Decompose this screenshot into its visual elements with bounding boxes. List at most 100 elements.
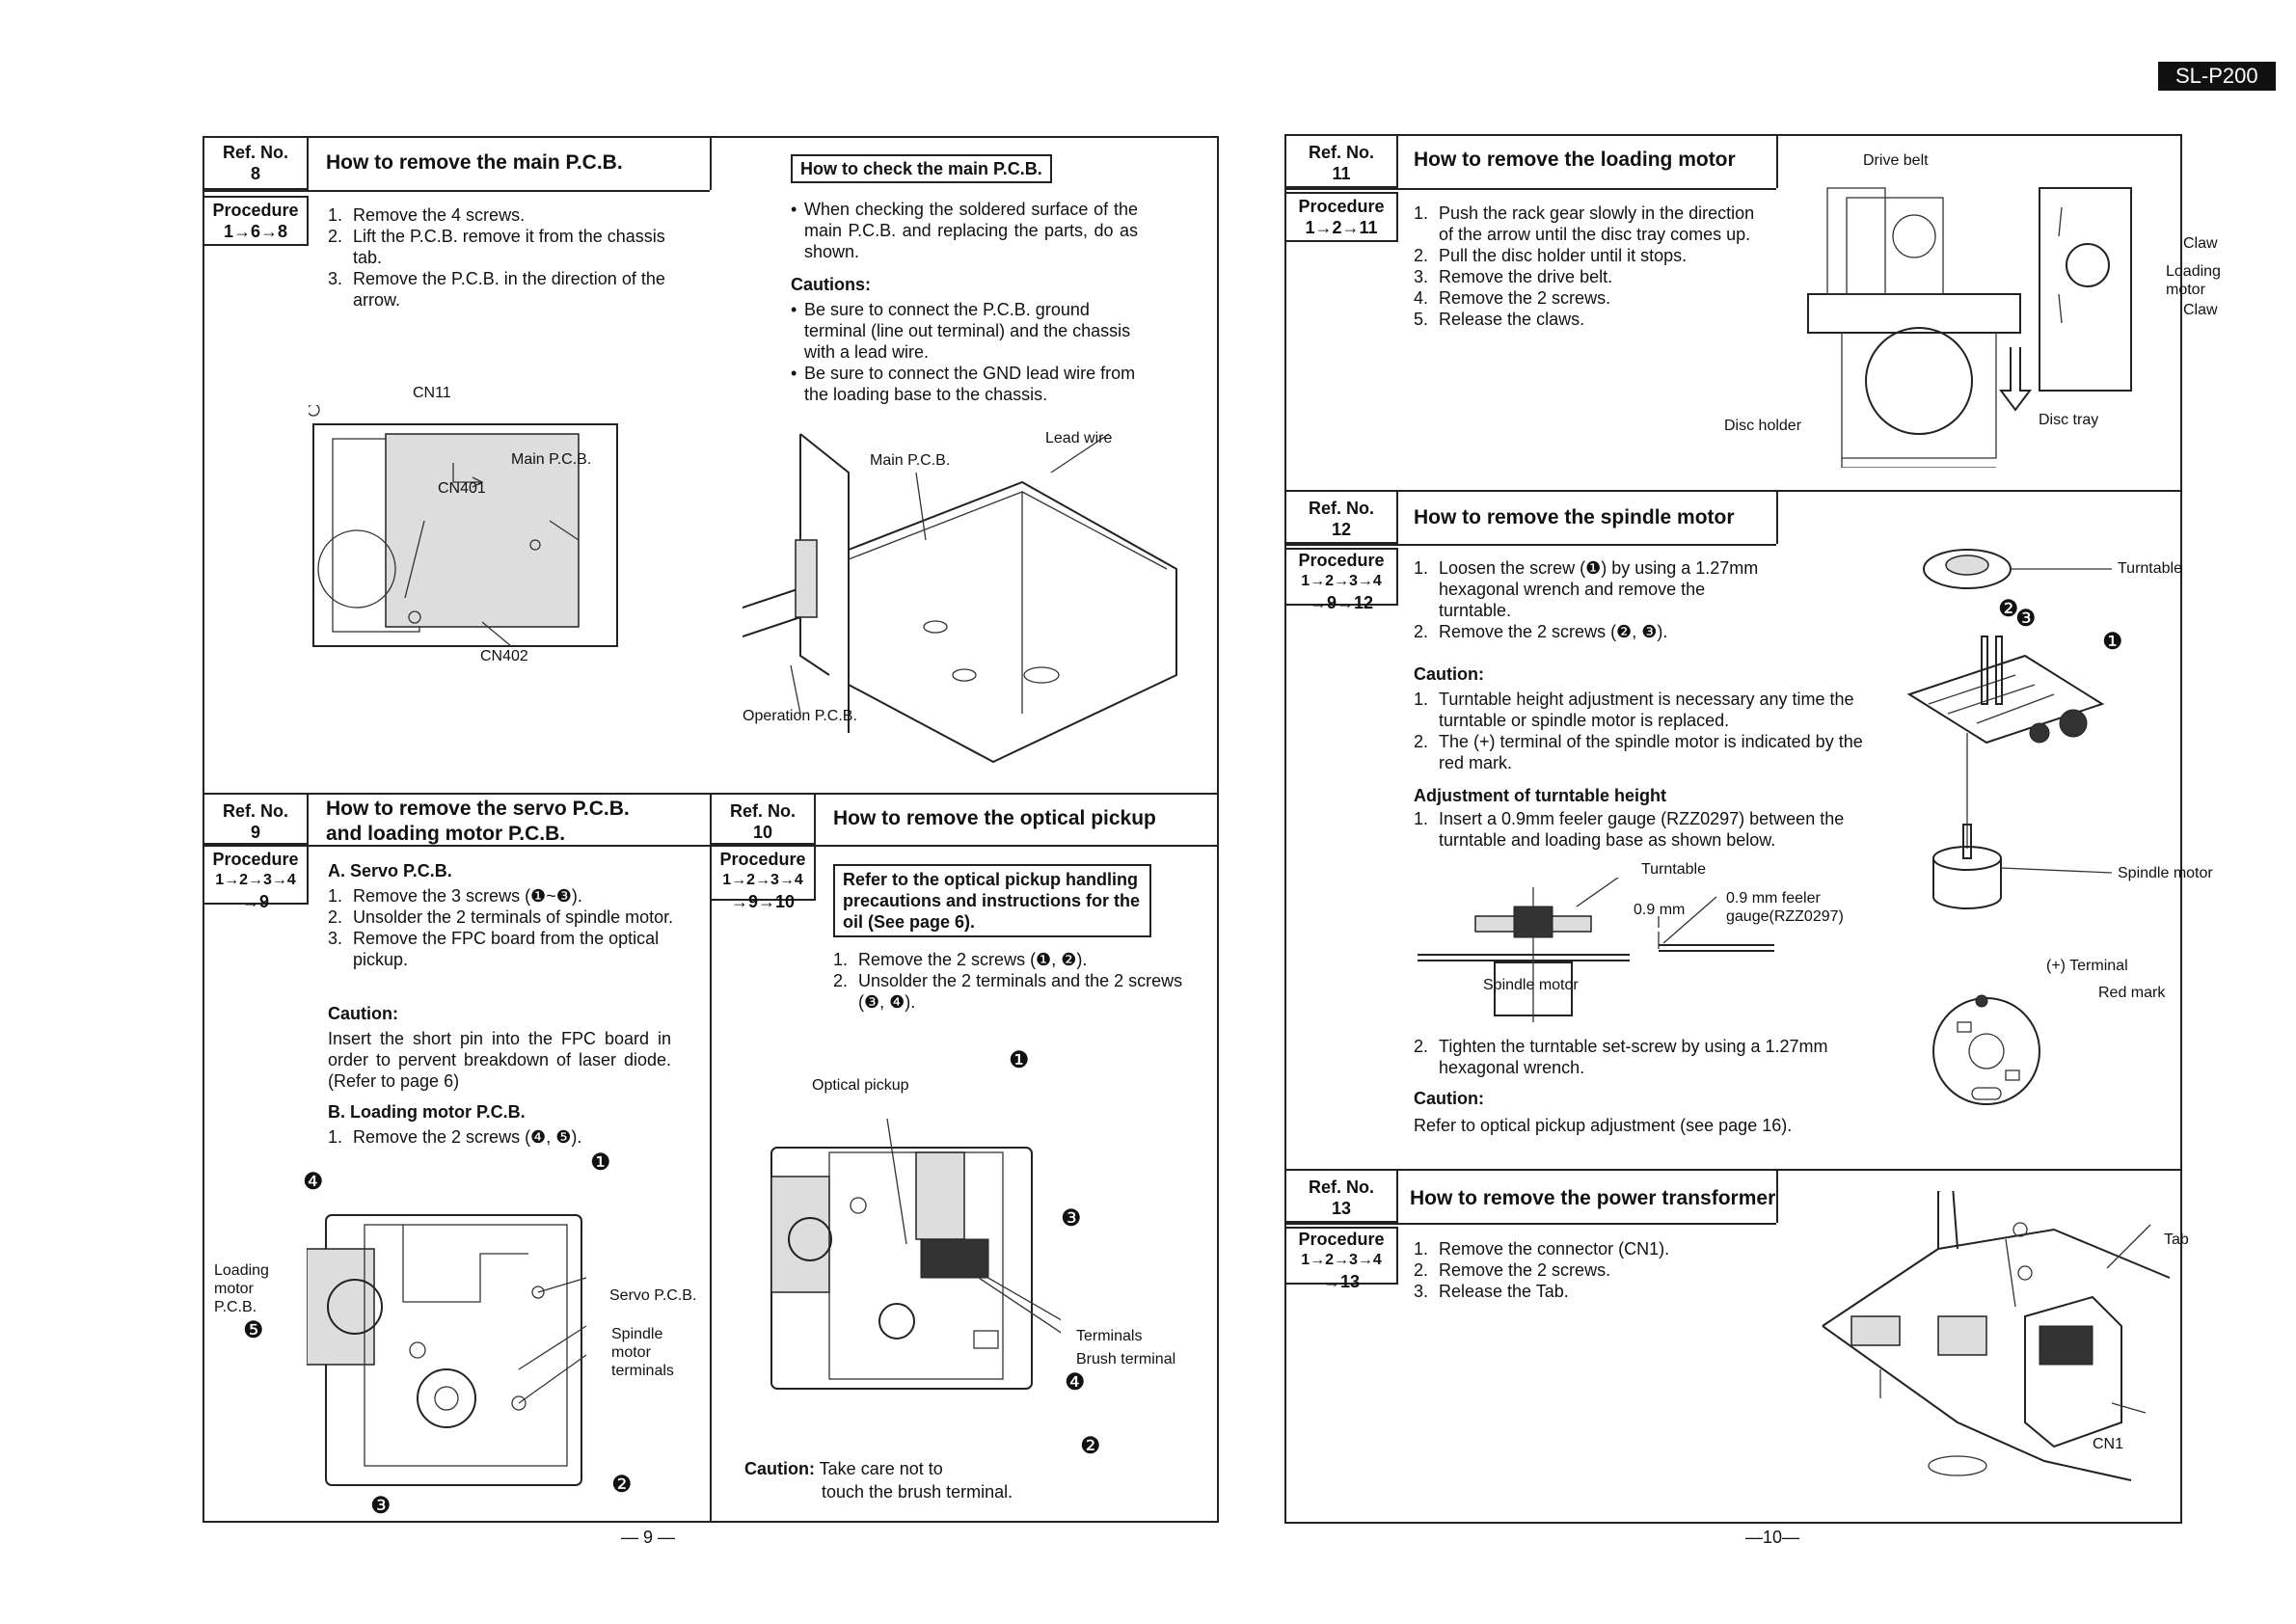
section-9-title: How to remove the servo P.C.B. and loadi… (326, 798, 630, 845)
marker-12-2: ❷ (1998, 596, 2019, 622)
ref-box-13: Ref. No. 13 (1284, 1169, 1398, 1223)
list-item: 1.Remove the 4 screws. (328, 205, 526, 225)
procedure-box-12: Procedure 1→2→3→4 →9→12 (1284, 548, 1398, 612)
label-drive-belt: Drive belt (1863, 152, 1929, 169)
label-loading-motor: Loading motor (2166, 263, 2221, 298)
section-12-cautions: 1.Turntable height adjustment is necessa… (1414, 689, 1877, 773)
right-page-frame (1284, 134, 2182, 1524)
section-11-title: How to remove the loading motor (1414, 149, 1736, 171)
marker-5: ❺ (243, 1317, 264, 1343)
optical-pickup-notice: Refer to the optical pickup handling pre… (833, 864, 1151, 937)
ref-box-10: Ref. No. 10 (710, 793, 816, 845)
label-turntable-gauge: Turntable (1641, 861, 1706, 878)
section-13-title: How to remove the power transformer (1410, 1187, 1776, 1209)
power-transformer-diagram (1822, 1191, 2171, 1481)
label-operation-pcb: Operation P.C.B. (743, 708, 857, 724)
label-turntable: Turntable (2118, 560, 2182, 577)
list-item: 1.Remove the 2 screws (❶, ❷). (833, 950, 1088, 969)
marker-1: ❶ (590, 1150, 611, 1176)
list-item: 2.The (+) terminal of the spindle motor … (1414, 732, 1863, 772)
list-item: 4.Remove the 2 screws. (1414, 288, 1611, 308)
left-upper-divider (710, 136, 712, 190)
ref-box-11: Ref. No. 11 (1284, 134, 1398, 188)
adjustment-steps: 1.Insert a 0.9mm feeler gauge (RZZ0297) … (1414, 808, 1877, 851)
optical-pickup-diagram (770, 1118, 1061, 1390)
list-item: 1.Remove the 3 screws (❶~❸). (328, 886, 582, 906)
marker-3: ❸ (370, 1493, 392, 1519)
label-spindle-motor-gauge: Spindle motor (1483, 977, 1579, 993)
label-spindle-terminals: Spindle motor terminals (611, 1326, 674, 1379)
list-item: 3.Release the Tab. (1414, 1282, 1569, 1301)
feeler-gauge-diagram (1418, 878, 1774, 1022)
label-feeler-gauge: 0.9 mm feeler gauge(RZZ0297) (1726, 890, 1844, 925)
model-badge: SL-P200 (2158, 62, 2276, 91)
list-item: 2.Unsolder the 2 terminals of spindle mo… (328, 907, 674, 927)
loading-motor-diagram (1807, 187, 2132, 468)
section-12-caution-label: Caution: (1414, 664, 1484, 684)
label-claw-bottom: Claw (2183, 302, 2218, 318)
procedure-box-13: Procedure 1→2→3→4 →13 (1284, 1227, 1398, 1291)
procedure-box-9: Procedure 1→2→3→4 →9 (203, 845, 309, 911)
marker-10-3: ❸ (1061, 1205, 1082, 1232)
label-tab: Tab (2164, 1232, 2189, 1248)
procedure-box-8: Procedure 1→6→8 (203, 196, 309, 246)
section-9-caution-label: Caution: (328, 1004, 398, 1023)
left-lower-divider (710, 793, 712, 1523)
section-11-steps: 1.Push the rack gear slowly in the direc… (1414, 203, 1761, 330)
check-cautions: Be sure to connect the P.C.B. ground ter… (791, 299, 1138, 405)
marker-2: ❷ (611, 1472, 633, 1498)
spindle-motor-diagram (1906, 549, 2113, 1105)
marker-12-1: ❶ (2102, 629, 2123, 655)
label-brush-terminal: Brush terminal (1076, 1351, 1176, 1367)
list-item: 2.Remove the 2 screws (❷, ❸). (1414, 622, 1668, 641)
list-item: 1.Turntable height adjustment is necessa… (1414, 690, 1854, 730)
list-item: 2.Remove the 2 screws. (1414, 1260, 1611, 1280)
check-intro: When checking the soldered surface of th… (791, 199, 1138, 262)
section-9-steps-a: 1.Remove the 3 screws (❶~❸). 2.Unsolder … (328, 885, 675, 970)
list-item: 3.Remove the P.C.B. in the direction of … (328, 269, 665, 310)
section-10-caution-cont: touch the brush terminal. (822, 1482, 1013, 1502)
adjustment-title: Adjustment of turntable height (1414, 786, 1666, 805)
section-10-steps: 1.Remove the 2 screws (❶, ❷). 2.Unsolder… (833, 949, 1190, 1013)
list-item: 5.Release the claws. (1414, 310, 1585, 329)
list-item: 1.Remove the 2 screws (❹, ❺). (328, 1127, 582, 1147)
label-plus-terminal: (+) Terminal (2046, 958, 2128, 974)
list-item: 2.Tighten the turntable set-screw by usi… (1414, 1037, 1828, 1077)
loading-motor-pcb-subtitle: B. Loading motor P.C.B. (328, 1102, 526, 1122)
marker-10-1: ❶ (1009, 1047, 1030, 1073)
check-main-pcb-title: How to check the main P.C.B. (791, 154, 1052, 183)
list-item: 2.Unsolder the 2 terminals and the 2 scr… (833, 971, 1183, 1012)
label-main-pcb-check: Main P.C.B. (870, 452, 951, 469)
list-item: 1.Loosen the screw (❶) by using a 1.27mm… (1414, 558, 1759, 620)
page-number-right: —10— (1745, 1528, 1800, 1547)
list-item: Be sure to connect the GND lead wire fro… (791, 363, 1138, 405)
procedure-box-10: Procedure 1→2→3→4 →9→10 (710, 845, 816, 911)
section-10-title: How to remove the optical pickup (833, 807, 1156, 829)
check-main-pcb-diagram (743, 433, 1177, 764)
section-9-steps-b: 1.Remove the 2 screws (❹, ❺). (328, 1126, 675, 1148)
list-item: 2.Lift the P.C.B. remove it from the cha… (328, 227, 665, 267)
check-cautions-label: Cautions: (791, 275, 871, 294)
label-spindle-motor: Spindle motor (2118, 865, 2213, 881)
procedure-box-11: Procedure 1→2→11 (1284, 192, 1398, 242)
label-lead-wire: Lead wire (1045, 430, 1113, 447)
marker-10-2: ❷ (1080, 1433, 1101, 1459)
label-disc-holder: Disc holder (1724, 418, 1802, 434)
label-cn402: CN402 (480, 648, 528, 664)
label-main-pcb: Main P.C.B. (511, 451, 592, 468)
list-item: 1.Insert a 0.9mm feeler gauge (RZZ0297) … (1414, 809, 1845, 850)
label-red-mark: Red mark (2098, 985, 2166, 1001)
label-claw-top: Claw (2183, 235, 2218, 252)
adjustment-step-2: 2.Tighten the turntable set-screw by usi… (1414, 1036, 1877, 1078)
marker-10-4: ❹ (1065, 1369, 1086, 1395)
list-item: 3.Remove the drive belt. (1414, 267, 1613, 286)
label-disc-tray: Disc tray (2039, 412, 2099, 428)
label-loading-motor-pcb: Loading motor P.C.B. (214, 1262, 269, 1315)
label-optical-pickup: Optical pickup (812, 1077, 909, 1094)
servo-pcb-diagram (307, 1214, 587, 1486)
list-item: 3.Remove the FPC board from the optical … (328, 929, 660, 969)
section-10-caution: Caution: Take care not to (744, 1459, 943, 1478)
list-item: 2.Pull the disc holder until it stops. (1414, 246, 1688, 265)
section-8-steps: 1.Remove the 4 screws. 2.Lift the P.C.B.… (328, 204, 675, 311)
section-12-caution2-text: Refer to optical pickup adjustment (see … (1414, 1116, 1793, 1135)
